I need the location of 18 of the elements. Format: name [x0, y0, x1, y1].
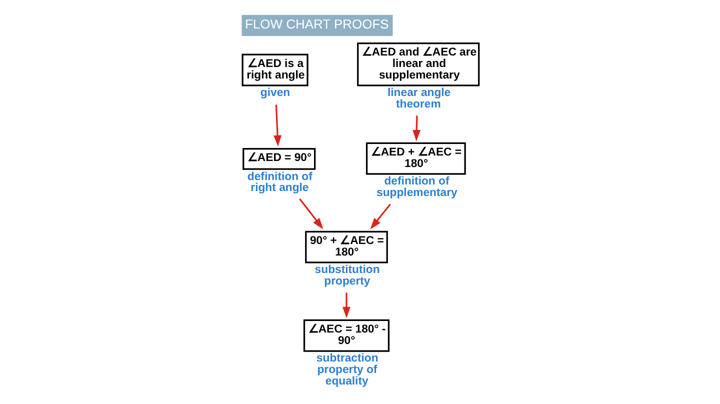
arrow — [298, 198, 323, 230]
node-label: definition of right angle — [246, 170, 312, 194]
node-box: ∠AEC = 180° - 90° — [302, 319, 390, 352]
node-box: ∠AED and ∠AEC are linear and supplementary — [356, 42, 480, 86]
node-box: ∠AED + ∠AEC = 180° — [365, 142, 466, 175]
node-box: ∠AED is a right angle — [241, 54, 308, 86]
arrow — [342, 292, 350, 318]
arrow — [370, 204, 390, 230]
node-label: definition of supplementary — [376, 176, 457, 200]
node-box: 90° + ∠AEC = 180° — [304, 230, 388, 264]
node-box: ∠AED = 90° — [242, 148, 316, 170]
node-label: given — [260, 87, 290, 100]
node-label: substitution property — [314, 264, 380, 288]
arrow — [273, 104, 282, 147]
node-label: subtraction property of equality — [316, 352, 378, 388]
node-label: linear angle theorem — [387, 87, 450, 111]
arrow — [412, 116, 420, 142]
diagram-title: FLOW CHART PROOFS — [244, 16, 388, 32]
